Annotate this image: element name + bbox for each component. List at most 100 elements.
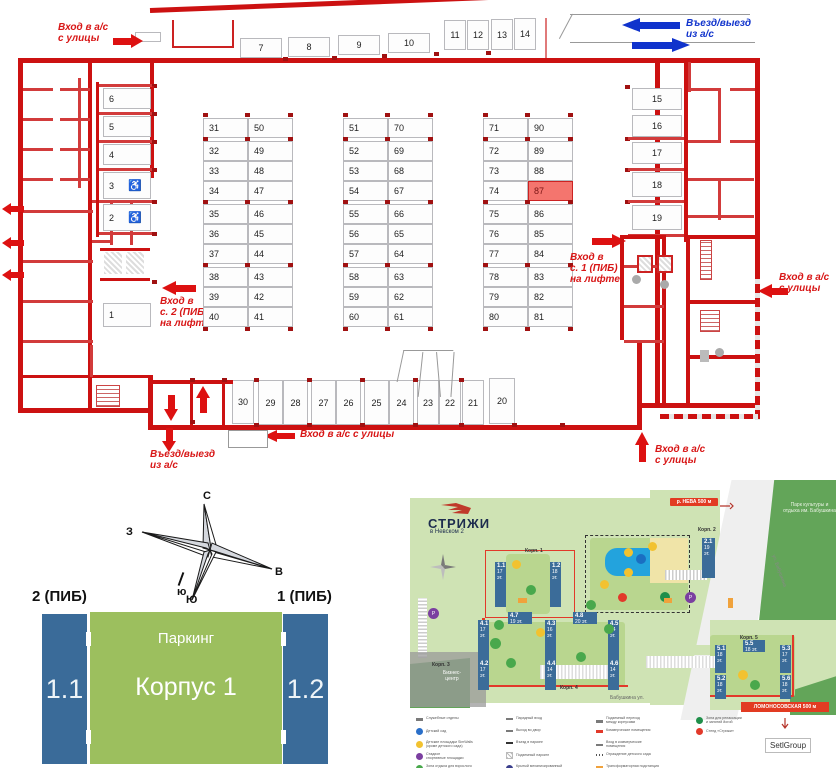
parking-stall-accessible[interactable]: 3 — [103, 172, 151, 199]
parking-stall[interactable]: 72 — [483, 141, 528, 161]
parking-stall[interactable]: 8 — [288, 37, 330, 57]
parking-stall[interactable]: 70 — [388, 118, 433, 138]
parking-stall[interactable]: 62 — [388, 287, 433, 307]
parking-stall[interactable]: 15 — [632, 88, 682, 110]
parking-stall[interactable]: 67 — [388, 181, 433, 201]
parking-stall[interactable]: 44 — [248, 244, 293, 264]
parking-stall[interactable]: 42 — [248, 287, 293, 307]
parking-stall[interactable]: 18 — [632, 172, 682, 197]
parking-stall[interactable]: 4 — [103, 144, 151, 165]
parking-stall[interactable]: 82 — [528, 287, 573, 307]
parking-stall[interactable]: 46 — [248, 204, 293, 224]
parking-stall[interactable]: 24 — [389, 380, 414, 425]
parking-stall[interactable]: 63 — [388, 267, 433, 287]
parking-stall[interactable]: 79 — [483, 287, 528, 307]
parking-stall[interactable]: 33 — [203, 161, 248, 181]
building-key-wing-right[interactable]: 1.2 — [283, 614, 328, 764]
parking-stall[interactable]: 23 — [417, 380, 439, 425]
parking-stall[interactable]: 71 — [483, 118, 528, 138]
parking-stall[interactable]: 85 — [528, 224, 573, 244]
parking-stall[interactable]: 6 — [103, 88, 151, 109]
parking-stall[interactable]: 36 — [203, 224, 248, 244]
parking-stall[interactable]: 50 — [248, 118, 293, 138]
parking-stall[interactable]: 66 — [388, 204, 433, 224]
parking-stall[interactable]: 28 — [283, 380, 308, 425]
parking-stall[interactable]: 64 — [388, 244, 433, 264]
parking-stall[interactable]: 34 — [203, 181, 248, 201]
parking-stall[interactable]: 60 — [343, 307, 388, 327]
parking-stall[interactable]: 49 — [248, 141, 293, 161]
parking-stall[interactable]: 13 — [491, 19, 513, 50]
parking-stall[interactable]: 90 — [528, 118, 573, 138]
parking-stall[interactable]: 35 — [203, 204, 248, 224]
parking-stall[interactable]: 37 — [203, 244, 248, 264]
parking-stall[interactable]: 30 — [232, 380, 254, 424]
parking-stall[interactable]: 58 — [343, 267, 388, 287]
parking-stall[interactable]: 17 — [632, 142, 682, 164]
parking-stall[interactable]: 38 — [203, 267, 248, 287]
parking-stall[interactable]: 14 — [514, 18, 536, 50]
parking-stall[interactable]: 31 — [203, 118, 248, 138]
parking-stall[interactable]: 19 — [632, 205, 682, 230]
parking-stall[interactable]: 61 — [388, 307, 433, 327]
parking-stall[interactable]: 75 — [483, 204, 528, 224]
parking-stall[interactable]: 41 — [248, 307, 293, 327]
parking-stall[interactable]: 45 — [248, 224, 293, 244]
parking-stall[interactable]: 52 — [343, 141, 388, 161]
parking-stall[interactable]: 76 — [483, 224, 528, 244]
parking-stall[interactable]: 22 — [439, 380, 461, 425]
parking-stall[interactable]: 69 — [388, 141, 433, 161]
parking-stall[interactable]: 21 — [462, 380, 484, 425]
parking-stall[interactable]: 40 — [203, 307, 248, 327]
parking-stall[interactable]: 27 — [311, 380, 336, 425]
parking-stall[interactable]: 43 — [248, 267, 293, 287]
parking-stall[interactable]: 1 — [103, 303, 151, 327]
parking-stall[interactable]: 55 — [343, 204, 388, 224]
parking-stall[interactable]: 11 — [444, 20, 466, 50]
parking-stall[interactable]: 57 — [343, 244, 388, 264]
parking-stall-selected[interactable]: 87 — [528, 181, 573, 201]
building-key-core[interactable]: Паркинг Корпус 1 — [90, 612, 282, 764]
parking-stall[interactable]: 47 — [248, 181, 293, 201]
parking-stall[interactable]: 81 — [528, 307, 573, 327]
parking-stall[interactable]: 29 — [258, 380, 283, 425]
parking-stall[interactable]: 48 — [248, 161, 293, 181]
parking-stall[interactable]: 88 — [528, 161, 573, 181]
parking-stall[interactable]: 53 — [343, 161, 388, 181]
parking-stall[interactable]: 65 — [388, 224, 433, 244]
parking-stall[interactable]: 7 — [240, 38, 282, 58]
parking-stall[interactable]: 80 — [483, 307, 528, 327]
parking-stall[interactable]: 5 — [103, 116, 151, 137]
parking-stall[interactable]: 20 — [489, 378, 515, 424]
parking-stall[interactable]: 77 — [483, 244, 528, 264]
parking-stall[interactable]: 32 — [203, 141, 248, 161]
parking-stall[interactable]: 83 — [528, 267, 573, 287]
parking-stall[interactable]: 9 — [338, 35, 380, 55]
parking-stall[interactable]: 73 — [483, 161, 528, 181]
parking-stall[interactable]: 89 — [528, 141, 573, 161]
parking-stall[interactable]: 54 — [343, 181, 388, 201]
parking-stall[interactable]: 56 — [343, 224, 388, 244]
parking-stall[interactable]: 86 — [528, 204, 573, 224]
parking-stall-accessible[interactable]: 2 — [103, 204, 151, 231]
parking-stall[interactable]: 16 — [632, 115, 682, 137]
parking-stall[interactable]: 68 — [388, 161, 433, 181]
parking-stall[interactable]: 78 — [483, 267, 528, 287]
parking-stall[interactable]: 51 — [343, 118, 388, 138]
parking-stall[interactable]: 84 — [528, 244, 573, 264]
parking-stall[interactable]: 25 — [364, 380, 389, 425]
